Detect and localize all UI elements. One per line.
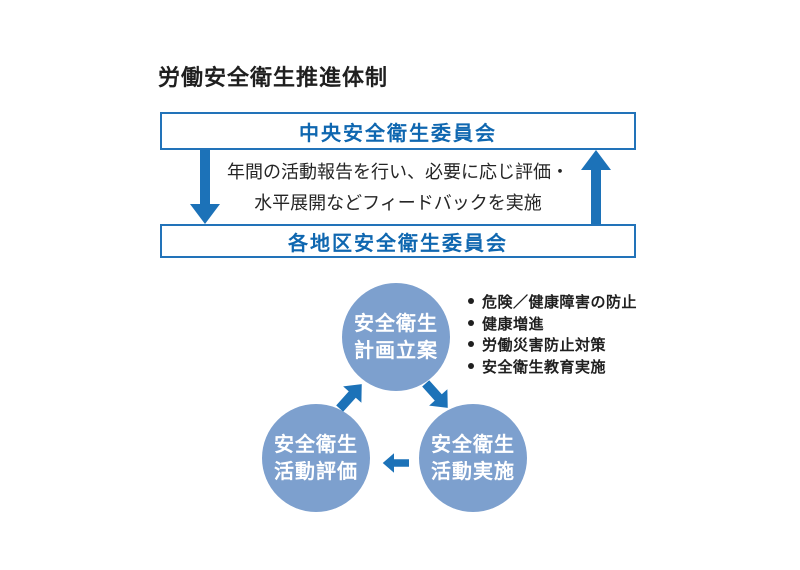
bullet-dot-icon [468,341,474,347]
safety-focus-list: 危険／健康障害の防止 健康増進 労働災害防止対策 安全衛生教育実施 [468,292,637,378]
cycle-step-evaluate: 安全衛生 活動評価 [262,404,370,512]
cycle-plan-line1: 安全衛生 [354,311,438,335]
central-committee-label: 中央安全衛生委員会 [299,120,497,145]
cycle-arrow-implement-to-evaluate-icon [382,453,409,473]
arrow-down-icon [190,150,220,224]
feedback-line2: 水平展開などフィードバックを実施 [254,193,542,214]
district-committee-label: 各地区安全衛生委員会 [288,230,508,255]
cycle-plan-line2: 計画立案 [354,338,438,362]
cycle-do-line2: 活動実施 [431,459,515,483]
feedback-note: 年間の活動報告を行い、必要に応じ評価・ 水平展開などフィードバックを実施 [160,157,636,219]
cycle-check-line2: 活動評価 [274,459,358,483]
page-title: 労働安全衛生推進体制 [158,66,389,91]
list-item: 安全衛生教育実施 [468,357,637,379]
cycle-step-implement: 安全衛生 活動実施 [419,404,527,512]
cycle-do-line1: 安全衛生 [431,432,515,456]
cycle-arrow-plan-to-implement-icon [422,380,448,408]
bullet-dot-icon [468,298,474,304]
list-item-label: 危険／健康障害の防止 [482,293,638,311]
list-item-label: 健康増進 [482,314,545,333]
list-item-label: 安全衛生教育実施 [482,357,607,376]
cycle-step-plan: 安全衛生 計画立案 [342,283,450,391]
central-committee-box: 中央安全衛生委員会 [160,112,636,150]
list-item-label: 労働災害防止対策 [482,336,607,354]
feedback-line1: 年間の活動報告を行い、必要に応じ評価・ [227,162,569,183]
cycle-check-line1: 安全衛生 [274,432,358,456]
list-item: 健康増進 [468,314,637,336]
bullet-dot-icon [468,362,474,369]
district-committee-box: 各地区安全衛生委員会 [160,224,636,258]
arrow-up-icon [581,150,611,224]
bullet-dot-icon [468,319,474,326]
list-item: 危険／健康障害の防止 [468,292,637,314]
cycle-arrow-evaluate-to-plan-icon [336,384,362,412]
list-item: 労働災害防止対策 [468,335,637,357]
